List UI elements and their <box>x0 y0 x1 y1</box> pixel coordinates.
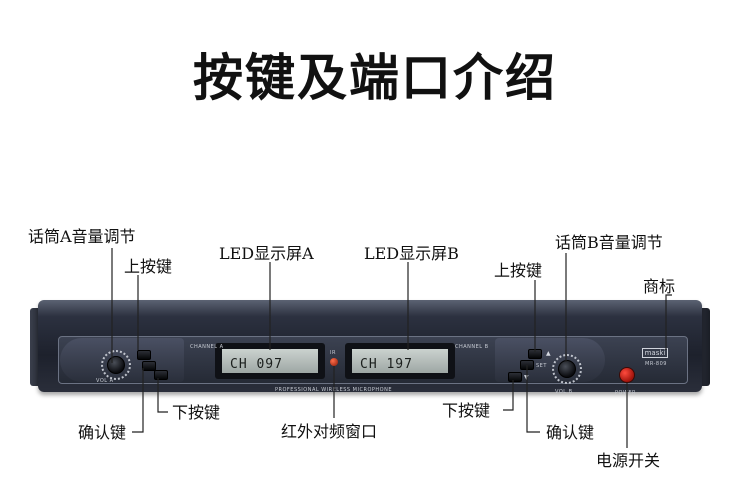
lcd-display-a: CH 097 <box>220 347 320 375</box>
channel-a-label: CHANNEL A <box>190 344 224 350</box>
ir-window <box>330 358 338 366</box>
label-ir-window: 红外对频窗口 <box>281 422 378 441</box>
model-label: MR-809 <box>645 361 667 367</box>
up-button-a[interactable] <box>137 350 151 360</box>
volume-b-scale <box>552 354 582 384</box>
label-lcd-a: LED显示屏A <box>219 244 314 263</box>
label-logo: 商标 <box>643 277 676 296</box>
brand-logo: maski <box>642 348 668 358</box>
center-brand-text: PROFESSIONAL WIRELESS MICROPHONE <box>275 387 392 393</box>
vol-a-label: VOL A <box>96 378 114 384</box>
label-down-button-right: 下按键 <box>442 401 491 420</box>
volume-a-scale <box>101 350 131 380</box>
up-arrow-icon: ▲ <box>546 350 551 357</box>
channel-b-label: CHANNEL B <box>455 344 489 350</box>
page-title: 按键及端口介绍 <box>193 49 557 107</box>
volume-a-knob[interactable] <box>107 356 125 374</box>
vol-b-label: VOL B <box>555 389 573 395</box>
set-label: SET <box>536 363 547 369</box>
down-button-a[interactable] <box>154 370 168 380</box>
label-volume-b: 话筒B音量调节 <box>555 233 663 252</box>
power-label: POWER <box>615 390 637 396</box>
down-arrow-icon: ▼ <box>524 374 529 381</box>
label-down-button-left: 下按键 <box>172 403 221 422</box>
label-up-button-left: 上按键 <box>124 257 173 276</box>
label-confirm-right: 确认键 <box>546 423 595 442</box>
up-button-b[interactable] <box>528 349 542 359</box>
set-button-a[interactable] <box>142 361 156 371</box>
label-confirm-left: 确认键 <box>78 423 127 442</box>
down-button-b[interactable] <box>508 372 522 382</box>
label-volume-a: 话筒A音量调节 <box>28 227 136 246</box>
ir-mark: IR <box>330 350 336 356</box>
power-button[interactable] <box>619 367 635 383</box>
label-up-button-right: 上按键 <box>494 261 543 280</box>
set-button-b[interactable] <box>520 360 534 370</box>
volume-b-knob[interactable] <box>558 360 576 378</box>
lcd-display-b: CH 197 <box>350 347 450 375</box>
label-power-switch: 电源开关 <box>596 451 661 470</box>
label-lcd-b: LED显示屏B <box>364 244 459 263</box>
